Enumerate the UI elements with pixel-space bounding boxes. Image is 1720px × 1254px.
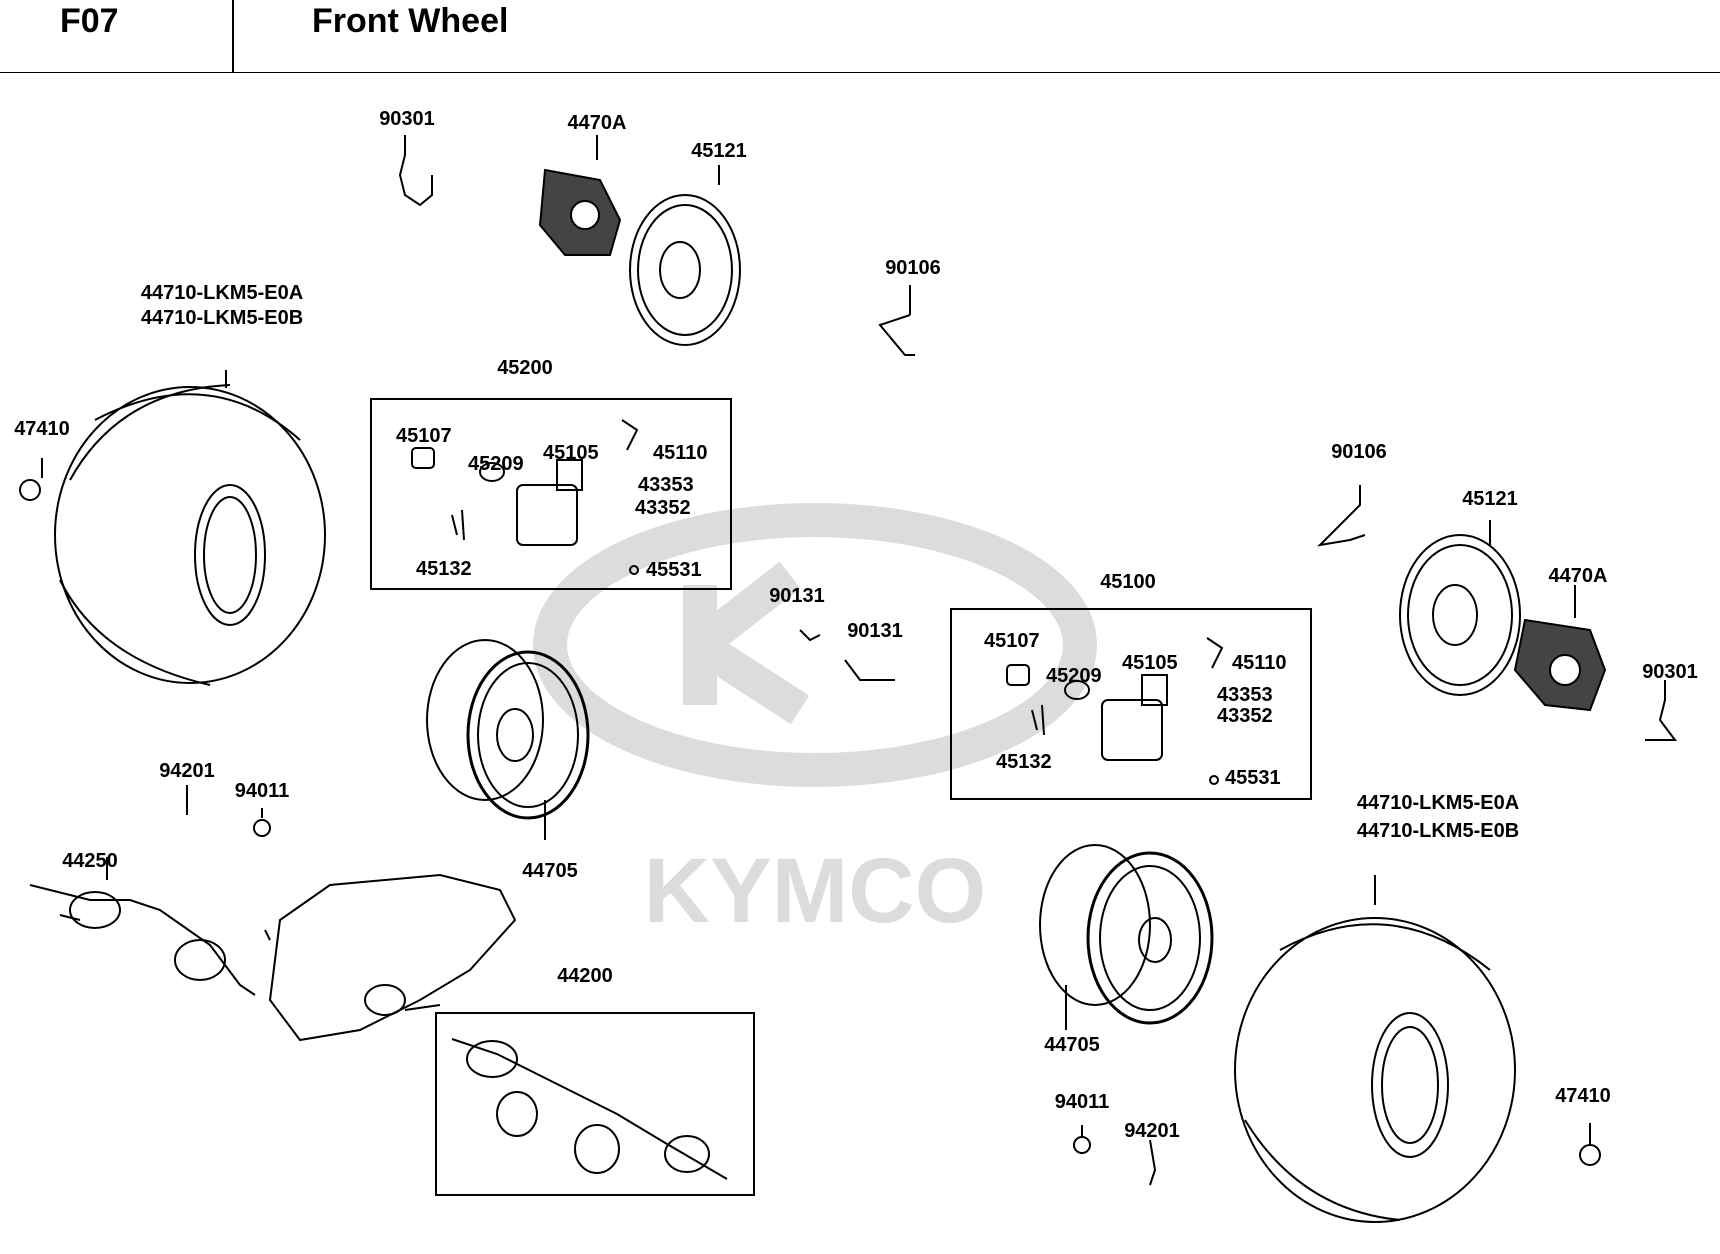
label-44710-e0b-left: 44710-LKM5-E0B	[140, 307, 304, 329]
tire-right	[1234, 875, 1516, 1223]
label-94011-left: 94011	[234, 780, 290, 802]
label-4470A-left: 4470A	[567, 112, 627, 134]
page-title: Front Wheel	[312, 2, 509, 40]
label-90131-a: 90131	[769, 585, 825, 607]
label-94011-right: 94011	[1054, 1091, 1110, 1113]
brake-disc-right	[1399, 520, 1521, 696]
label-45209-b: 45209	[1046, 665, 1102, 687]
label-45531-b: 45531	[1225, 767, 1281, 789]
label-94201-left: 94201	[159, 760, 215, 782]
rim-right	[1039, 844, 1214, 1030]
label-90301-left: 90301	[379, 108, 435, 130]
label-44705-left: 44705	[522, 860, 578, 882]
watermark-text: KYMCO	[644, 840, 986, 942]
label-44710-e0b-right: 44710-LKM5-E0B	[1356, 820, 1520, 842]
label-47410-right: 47410	[1555, 1085, 1611, 1107]
label-45132-b: 45132	[996, 751, 1052, 773]
label-45110-b: 45110	[1232, 652, 1287, 674]
label-45105-b: 45105	[1122, 652, 1178, 674]
label-45209-a: 45209	[468, 453, 524, 475]
label-44250: 44250	[62, 850, 118, 872]
label-45531-a: 45531	[646, 559, 702, 581]
brake-disc-left	[629, 165, 741, 346]
label-90106-right: 90106	[1331, 441, 1387, 463]
axle-shaft	[29, 857, 256, 996]
label-90131-b: 90131	[847, 620, 903, 642]
caliper-kit-box-45100	[950, 608, 1312, 800]
label-43353-a: 43353	[638, 474, 694, 496]
label-90301-right: 90301	[1642, 661, 1698, 683]
drive-shaft-art	[451, 1038, 728, 1180]
differential	[264, 873, 517, 1042]
label-44200: 44200	[557, 965, 613, 987]
drive-shaft-box-44200	[435, 1012, 755, 1196]
label-45132-a: 45132	[416, 558, 472, 580]
hub-left	[538, 135, 622, 256]
label-45107-a: 45107	[396, 425, 452, 447]
label-44710-e0a-left: 44710-LKM5-E0A	[140, 282, 304, 304]
label-47410-left: 47410	[14, 418, 70, 440]
fasteners	[19, 135, 1677, 1186]
label-43352-a: 43352	[635, 497, 691, 519]
label-90106-top: 90106	[885, 257, 941, 279]
label-45121-right: 45121	[1462, 488, 1518, 510]
label-94201-right: 94201	[1124, 1120, 1180, 1142]
title-bar: F07 Front Wheel	[0, 0, 1720, 73]
tire-left	[54, 370, 326, 686]
label-45107-b: 45107	[984, 630, 1040, 652]
label-45121-left: 45121	[691, 140, 747, 162]
label-45105-a: 45105	[543, 442, 599, 464]
label-45200: 45200	[497, 357, 553, 379]
caliper-kit-box-45200	[370, 398, 732, 590]
page-code: F07	[60, 2, 119, 40]
label-45100: 45100	[1100, 571, 1156, 593]
label-4470A-right: 4470A	[1548, 565, 1608, 587]
label-45110-a: 45110	[653, 442, 708, 464]
label-43353-b: 43353	[1217, 684, 1273, 706]
hub-right	[1513, 585, 1607, 712]
header-divider	[232, 0, 234, 72]
label-43352-b: 43352	[1217, 705, 1273, 727]
label-44705-right: 44705	[1044, 1034, 1100, 1056]
caliper-kit-art-2	[1006, 637, 1224, 785]
rim-left	[426, 639, 590, 840]
caliper-kit-art	[411, 419, 639, 575]
label-44710-e0a-right: 44710-LKM5-E0A	[1356, 792, 1520, 814]
